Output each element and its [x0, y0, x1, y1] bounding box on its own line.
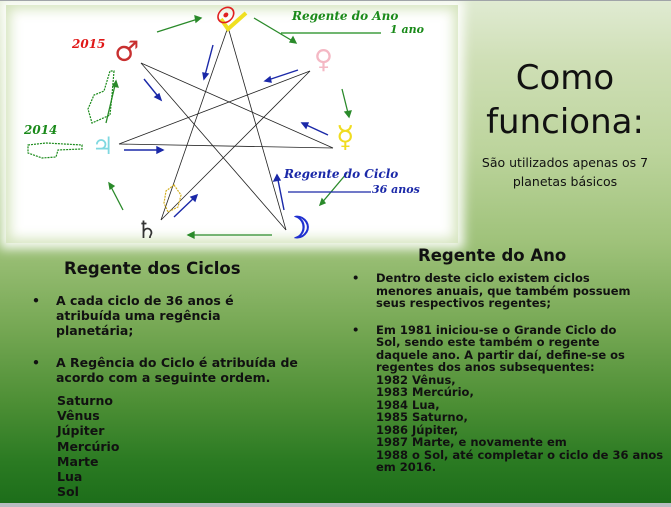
- planet-mars-icon: ♂: [114, 35, 140, 68]
- year-2014-label: 2014: [24, 123, 58, 137]
- regente-ciclo-label: Regente do Ciclo: [284, 167, 399, 181]
- year-item: 1988 o Sol, até completar o ciclo de 36 …: [376, 447, 664, 462]
- subtitle: São utilizados apenas os 7 planetas bási…: [481, 155, 649, 189]
- right-section-heading: Regente do Ano: [418, 246, 567, 265]
- checkmark-icon: [219, 11, 248, 32]
- planet-cycle-diagram: ☉ ♀ ☿ ☽ ♄ ♃ ♂ 2015 2014 Regente do Ano 1…: [6, 3, 458, 246]
- regente-ano-label: Regente do Ano: [292, 9, 399, 23]
- left-bullet-2: A Regência do Ciclo é atribuída de acord…: [32, 355, 302, 385]
- inner-cycle-arrows: [124, 44, 329, 218]
- year-item: em 2016.: [376, 460, 437, 474]
- year-regents-list: 1982 Vênus, 1983 Mercúrio, 1984 Lua, 198…: [376, 372, 664, 474]
- title-line-1: Como: [515, 58, 615, 98]
- order-item: Júpiter: [57, 423, 105, 439]
- order-item: Sol: [57, 484, 79, 500]
- year-item: 1987 Marte, e novamente em: [376, 435, 567, 449]
- planet-saturn-icon: ♄: [136, 215, 158, 244]
- year-item: 1984 Lua,: [376, 397, 440, 412]
- planet-moon-icon: ☽: [284, 211, 311, 246]
- right-bullet-1: Dentro deste ciclo existem ciclos menore…: [352, 272, 642, 310]
- regente-ano-duration: 1 ano: [390, 23, 424, 36]
- planet-mercury-icon: ☿: [336, 120, 355, 155]
- year-2015-label: 2015: [72, 37, 106, 51]
- slide-bottom-border: [0, 503, 671, 507]
- order-item: Saturno: [57, 393, 113, 408]
- order-item: Vênus: [57, 408, 100, 424]
- title-line-2: funciona:: [486, 102, 644, 142]
- heptagram-diagram: [27, 11, 381, 240]
- left-bullet-1: A cada ciclo de 36 anos é atribuída uma …: [32, 293, 302, 338]
- regente-ciclo-duration: 36 anos: [372, 183, 420, 196]
- left-bullet-list: A cada ciclo de 36 anos é atribuída uma …: [32, 293, 302, 402]
- pointing-hand-saturn-icon: [163, 184, 182, 213]
- page-title: Como funciona:: [465, 56, 665, 144]
- planet-jupiter-icon: ♃: [92, 131, 114, 160]
- left-section-heading: Regente dos Ciclos: [64, 259, 241, 278]
- pointing-hand-2015-icon: [87, 70, 115, 124]
- year-item: 1985 Saturno,: [376, 410, 468, 424]
- year-item: 1986 Júpiter,: [376, 422, 459, 437]
- year-item: 1983 Mercúrio,: [376, 385, 474, 399]
- pointing-hand-2014-icon: [27, 142, 83, 159]
- planet-sun-icon: ☉: [214, 3, 234, 29]
- order-item: Lua: [57, 469, 83, 485]
- order-item: Marte: [57, 453, 99, 469]
- order-item: Mercúrio: [57, 438, 120, 454]
- right-bullet-list: Dentro deste ciclo existem ciclos menore…: [352, 272, 664, 488]
- planet-venus-icon: ♀: [314, 45, 334, 75]
- heptagram-lines: [118, 26, 334, 231]
- year-item: 1982 Vênus,: [376, 372, 456, 387]
- right-bullet-2-intro: Em 1981 iniciou-se o Grande Ciclo do Sol…: [376, 322, 625, 374]
- right-bullet-2: Em 1981 iniciou-se o Grande Ciclo do Sol…: [352, 322, 664, 474]
- planet-order-list: Saturno Vênus Júpiter Mercúrio Marte Lua…: [57, 393, 119, 499]
